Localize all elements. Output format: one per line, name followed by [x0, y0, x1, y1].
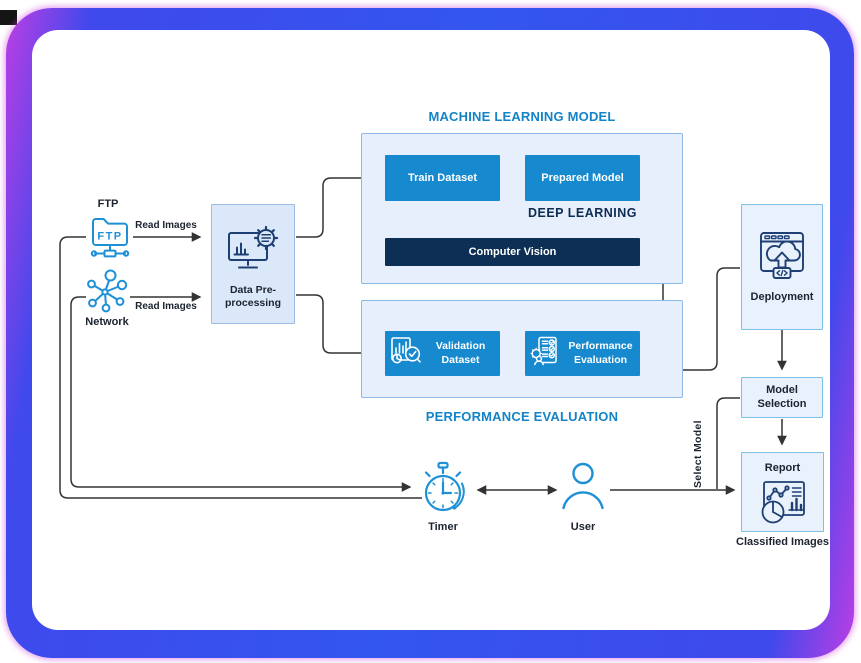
- network-nodes-icon: [84, 268, 128, 319]
- prepared-model-label: Prepared Model: [541, 171, 624, 184]
- read-images-label-top: Read Images: [135, 220, 197, 231]
- performance-evaluation-box: Performance Evaluation: [525, 331, 640, 376]
- validation-dataset-label: Validation Dataset: [435, 339, 486, 366]
- prepared-model-box: Prepared Model: [525, 155, 640, 201]
- read-images-label-bottom: Read Images: [135, 301, 197, 312]
- monitor-gear-icon: [225, 221, 281, 280]
- user-label: User: [570, 521, 596, 533]
- report-box: Report: [741, 452, 824, 532]
- timer-label: Timer: [428, 521, 458, 533]
- corner-artifact: [0, 10, 17, 25]
- person-icon: [559, 460, 607, 518]
- network-label: Network: [85, 316, 129, 328]
- ftp-icon-text: FTP: [97, 231, 122, 243]
- deployment-box: Deployment: [741, 204, 823, 330]
- data-preprocessing-label: Data Pre-processing: [224, 284, 282, 310]
- model-selection-box: Model Selection: [741, 377, 823, 418]
- ftp-folder-icon: FTP: [88, 212, 132, 265]
- performance-evaluation-label: Performance Evaluation: [568, 339, 633, 366]
- ftp-label: FTP: [97, 198, 119, 210]
- pe-section-title: PERFORMANCE EVALUATION: [425, 409, 619, 424]
- ml-section-title: MACHINE LEARNING MODEL: [428, 109, 616, 124]
- browser-cloud-upload-icon: [755, 229, 809, 288]
- train-dataset-label: Train Dataset: [407, 171, 478, 184]
- stopwatch-icon: [416, 460, 471, 522]
- model-selection-label: Model Selection: [757, 383, 807, 410]
- validation-dataset-box: Validation Dataset: [385, 331, 500, 376]
- select-model-label: Select Model: [692, 420, 704, 488]
- train-dataset-box: Train Dataset: [385, 155, 500, 201]
- data-preprocessing-box: Data Pre-processing: [211, 204, 295, 324]
- computer-vision-label: Computer Vision: [468, 246, 557, 258]
- chart-magnifier-icon: [390, 336, 422, 371]
- computer-vision-bar: Computer Vision: [385, 238, 640, 266]
- deep-learning-label: DEEP LEARNING: [527, 206, 638, 220]
- report-label: Report: [764, 462, 801, 474]
- report-charts-icon: [758, 479, 808, 532]
- classified-images-label: Classified Images: [736, 536, 829, 548]
- checklist-gear-icon: [530, 336, 562, 371]
- deployment-label: Deployment: [750, 291, 814, 304]
